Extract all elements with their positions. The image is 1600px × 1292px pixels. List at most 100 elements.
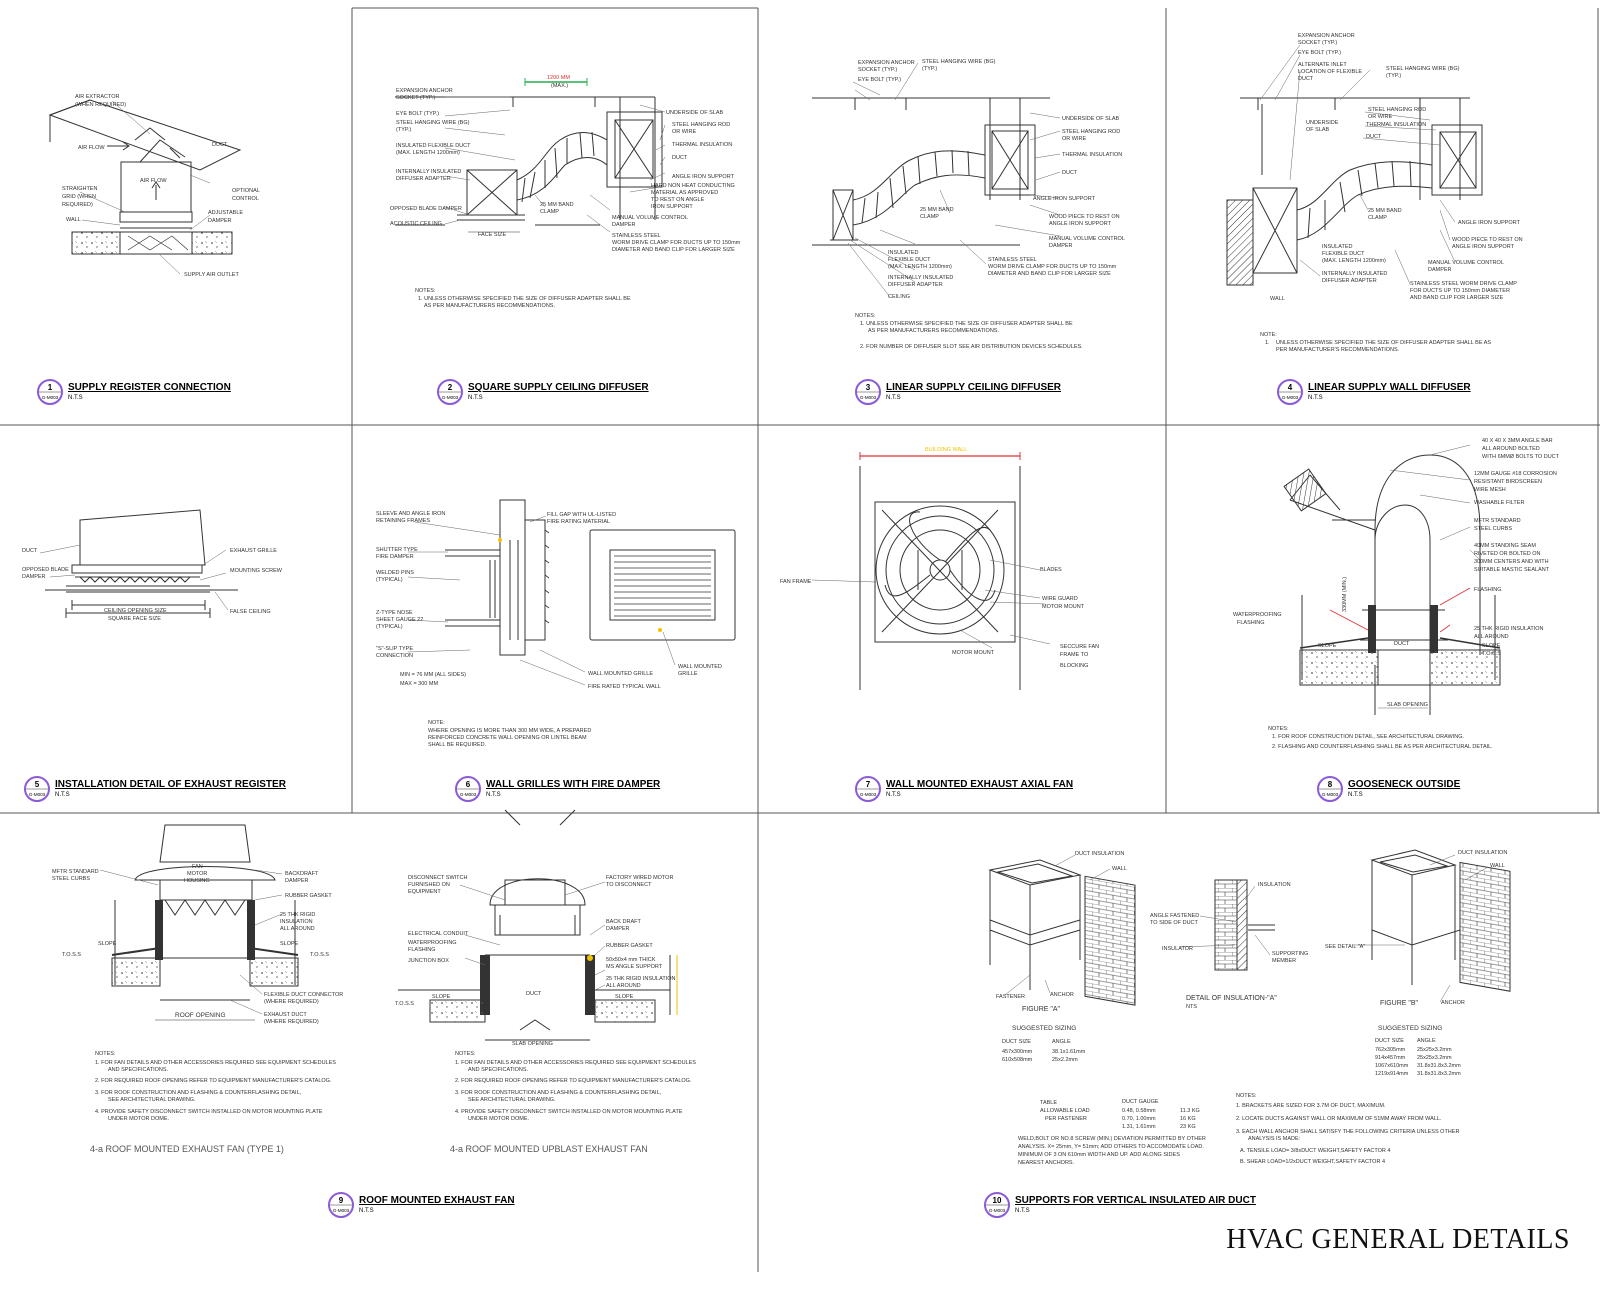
label: AIR FLOW [78, 145, 105, 151]
notes-heading: NOTES: [95, 1051, 116, 1057]
scale-label: N.T.S [359, 1208, 374, 1214]
label: TO DISCONNECT [606, 882, 652, 888]
table-cell: 31.8x31.8x3.2mm [1417, 1071, 1461, 1077]
notes-heading: NOTES: [1236, 1093, 1257, 1099]
scale-label: N.T.S [1348, 792, 1363, 798]
label: THERMAL INSULATION [1062, 152, 1122, 158]
sheet-reference: G-M003 [1282, 395, 1299, 400]
label: SLEEVE AND ANGLE IRON [376, 511, 445, 517]
sheet-reference: G-M003 [42, 395, 59, 400]
label: ALL AROUND BOLTED [1482, 446, 1540, 452]
label: SLOPE [1318, 643, 1337, 649]
label: FIRE RATING MATERIAL [547, 519, 610, 525]
table-cell: 1.31, 1.61mm [1122, 1124, 1156, 1130]
label: SLAB OPENING [512, 1041, 553, 1047]
label: DUCT [22, 548, 38, 554]
label: REQUIRED) [62, 202, 93, 208]
label: STEEL HANGING ROD [1062, 129, 1120, 135]
note: 4. PROVIDE SAFETY DISCONNECT SWITCH INST… [455, 1109, 683, 1115]
label: WALL [66, 217, 81, 223]
label: 25 THK RIGID INSULATION [606, 976, 676, 982]
label: ADJUSTABLE [208, 210, 243, 216]
label: DUCT [1062, 170, 1078, 176]
label: FAN [192, 864, 203, 870]
table-cell: 31.8x31.8x3.2mm [1417, 1063, 1461, 1069]
label: WATERPROOFING [1233, 612, 1282, 618]
notes-heading: NOTES: [455, 1051, 476, 1057]
label: STEEL HANGING WIRE (BG) [1386, 66, 1460, 72]
label: STEEL CURBS [52, 876, 90, 882]
label: CONNECTION [376, 653, 413, 659]
label: BLADES [1040, 567, 1062, 573]
label: RIVETED OR BOLTED ON [1474, 551, 1541, 557]
detail-number: 7 [866, 780, 871, 789]
label: INSULATOR [1162, 946, 1193, 952]
detail-title: GOOSENECK OUTSIDE [1348, 779, 1461, 790]
detail-number: 1 [48, 383, 53, 392]
note: 1. UNLESS OTHERWISE SPECIFIED THE SIZE O… [860, 321, 1073, 327]
label: DAMPER [1428, 267, 1452, 273]
label: EXPANSION ANCHOR [1298, 33, 1355, 39]
label: 50x50x4 mm THICK [606, 957, 656, 963]
label: INTERNALLY INSULATED [888, 275, 953, 281]
label: WALL MOUNTED [678, 664, 722, 670]
label: ELECTRICAL CONDUIT [408, 931, 469, 937]
label: DIFFUSER ADAPTER [1322, 278, 1377, 284]
label: DAMPER [612, 222, 636, 228]
label: OR WIRE [672, 129, 696, 135]
label: EXHAUST DUCT [264, 1012, 307, 1018]
label: OPTIONAL [232, 188, 260, 194]
label: MAX = 300 MM [400, 681, 438, 687]
label: JUNCTION BOX [408, 958, 449, 964]
sub-caption: 4-a ROOF MOUNTED EXHAUST FAN (TYPE 1) [90, 1144, 284, 1154]
label: (TYP.) [396, 127, 411, 133]
sheet-reference: G-M003 [333, 1208, 350, 1213]
label: INTERNALLY INSULATED [396, 169, 461, 175]
label: WALL MOUNTED GRILLE [588, 671, 653, 677]
label: 12MM GAUGE #18 CORROSION [1474, 471, 1557, 477]
label: (MAX. LENGTH 1200mm) [396, 150, 460, 156]
table-cell: 0.48, 0.58mm [1122, 1108, 1156, 1114]
label: DIFFUSER ADAPTER [888, 282, 943, 288]
label: EYE BOLT (TYP.) [1298, 50, 1341, 56]
detail-10-supports-vertical-duct: DUCT INSULATION WALL FASTENER ANCHOR FIG… [988, 849, 1511, 1166]
table-cell: 25x25x3.2mm [1417, 1047, 1452, 1053]
table-cell: 25x25x3.2mm [1417, 1055, 1452, 1061]
note: B. SHEAR LOAD=1/2xDUCT WEIGHT,SAFETY FAC… [1240, 1159, 1385, 1165]
scale-label: N.T.S [55, 792, 70, 798]
label: ANGLE IRON SUPPORT [1458, 220, 1521, 226]
label: (TYP.) [1386, 73, 1401, 79]
label: WIRE GUARD [1042, 596, 1078, 602]
scale-label: N.T.S [486, 792, 501, 798]
label: WATERPROOFING [408, 940, 457, 946]
label: ANGLE FASTENED [1150, 913, 1199, 919]
table-cell: ANGLE [1052, 1039, 1071, 1045]
label: (WHERE REQUIRED) [264, 1019, 319, 1025]
label: RESISTANT BIRDSCREEN [1474, 479, 1542, 485]
label: (WHEN REQUIRED) [75, 102, 126, 108]
label: WORM DRIVE CLAMP FOR DUCTS UP TO 150mm [612, 240, 741, 246]
note: PER MANUFACTURER'S RECOMMENDATIONS. [1276, 347, 1400, 353]
label: BLOCKING [1060, 663, 1088, 669]
detail-6-wall-grilles-fire-damper: SLEEVE AND ANGLE IRON RETAINING FRAMES F… [376, 499, 736, 748]
scale-label: N.T.S [886, 395, 901, 401]
label: DUCT [672, 155, 688, 161]
label: FASTENER [996, 994, 1025, 1000]
label: AIR EXTRACTOR [75, 94, 120, 100]
label: FLASHING [1474, 587, 1502, 593]
label: FIGURE "B" [1380, 1000, 1419, 1007]
label: WORM DRIVE CLAMP FOR DUCTS UP TO 150mm [988, 264, 1117, 270]
note: SEE ARCHITECTURAL DRAWING. [468, 1097, 556, 1103]
label: DUCT [212, 142, 228, 148]
scale-label: N.T.S [1308, 395, 1323, 401]
label: DISCONNECT SWITCH [408, 875, 468, 881]
label: UNDERSIDE [1306, 120, 1339, 126]
label: STEEL HANGING ROD [672, 122, 730, 128]
label: RETAINING FRAMES [376, 518, 430, 524]
label: MOTOR MOUNT [952, 650, 995, 656]
note: AS PER MANUFACTURERS RECOMMENDATIONS. [424, 303, 555, 309]
label: 25 THK RIGID [280, 912, 315, 918]
